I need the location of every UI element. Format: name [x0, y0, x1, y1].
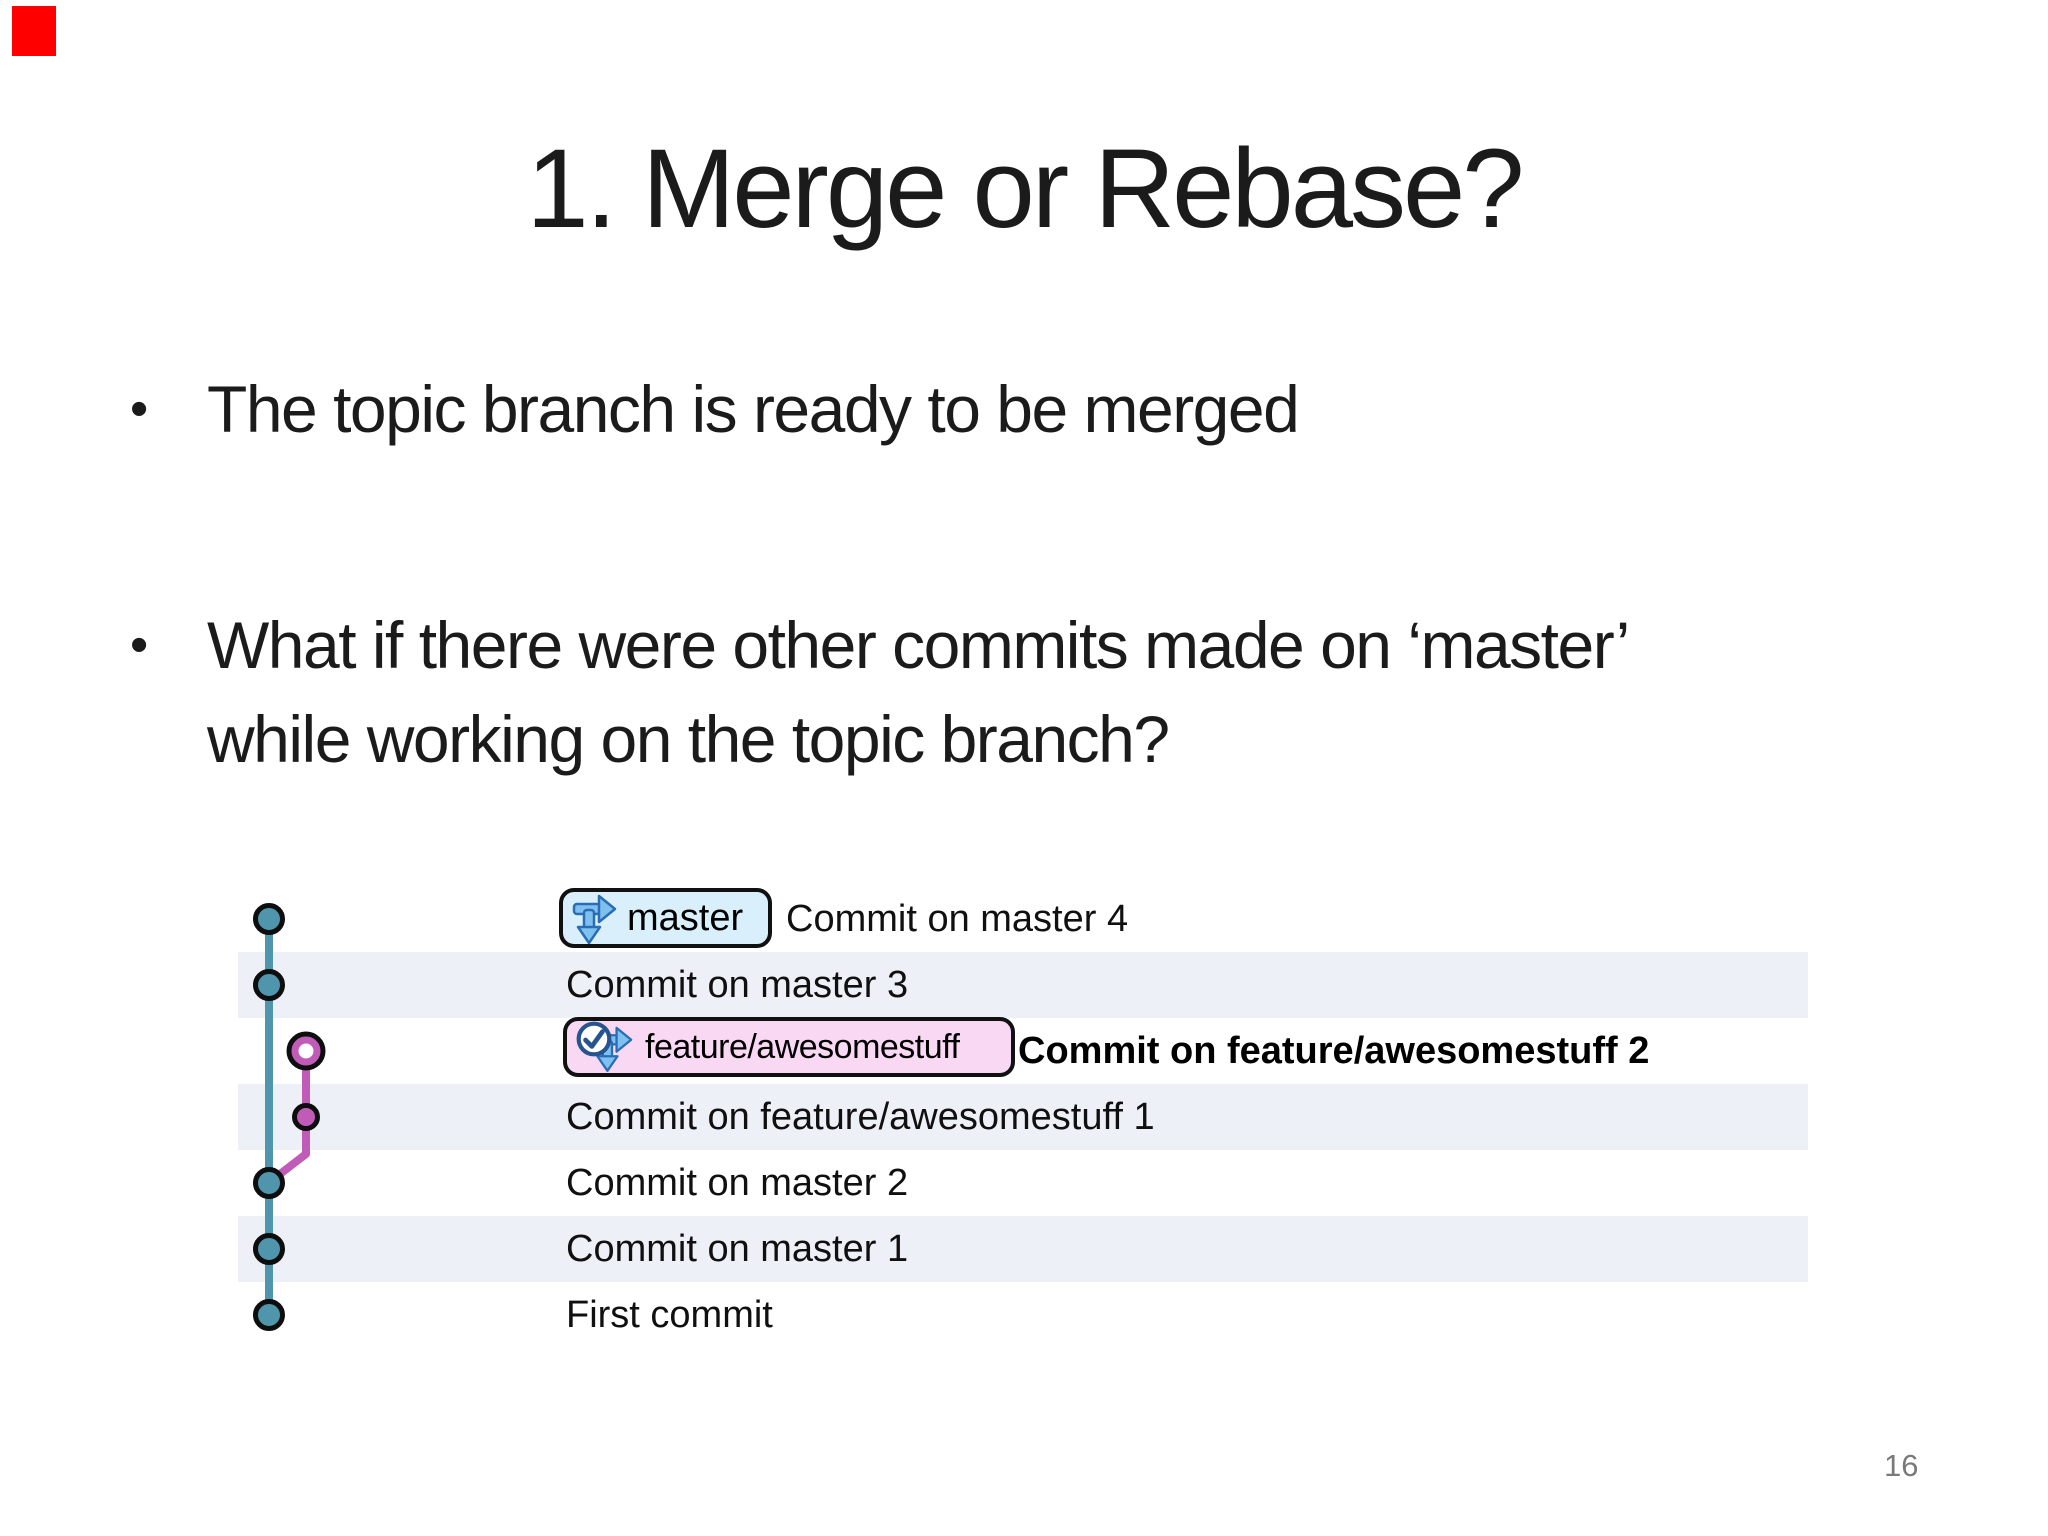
red-corner-marker — [12, 6, 56, 56]
bullet-text-line-2: while working on the topic branch? — [207, 702, 1170, 776]
commit-row: Commit on master 1 — [238, 1216, 1808, 1282]
bullet-marker: • — [130, 616, 148, 674]
git-graph: Commit on master 4 Commit on master 3 Co… — [238, 886, 1808, 1348]
branch-name: master — [627, 896, 744, 939]
commit-row: Commit on master 2 — [238, 1150, 1808, 1216]
commit-message: Commit on feature/awesomestuff 1 — [566, 1096, 1155, 1138]
commit-message: Commit on master 4 — [786, 898, 1129, 940]
commit-row: Commit on master 4 — [238, 886, 1808, 952]
commit-message: First commit — [566, 1294, 773, 1336]
bullet-item-2: • What if there were other commits made … — [130, 598, 1630, 786]
commit-row: Commit on master 3 — [238, 952, 1808, 1018]
commit-row: Commit on feature/awesomestuff 1 — [238, 1084, 1808, 1150]
bullet-text: The topic branch is ready to be merged — [207, 372, 1300, 446]
commit-row: First commit — [238, 1282, 1808, 1348]
commit-message: Commit on feature/awesomestuff 2 — [1018, 1030, 1650, 1072]
bullet-marker: • — [130, 380, 148, 438]
commit-message: Commit on master 1 — [566, 1228, 909, 1270]
commit-row: Commit on feature/awesomestuff 2 — [238, 1018, 1808, 1084]
branch-badge-feature: feature/awesomestuff — [563, 1017, 1015, 1077]
bullet-item-1: • The topic branch is ready to be merged — [130, 362, 1300, 456]
branch-badge-master: master — [559, 888, 772, 948]
commit-message: Commit on master 2 — [566, 1162, 909, 1204]
badge-icons — [575, 1020, 635, 1074]
branch-icon — [572, 894, 617, 944]
branch-name: feature/awesomestuff — [645, 1027, 960, 1066]
page-number: 16 — [1884, 1448, 1919, 1483]
check-icon — [576, 1021, 612, 1057]
slide-title: 1. Merge or Rebase? — [526, 126, 1524, 251]
bullet-text-line-1: What if there were other commits made on… — [207, 608, 1630, 682]
commit-message: Commit on master 3 — [566, 964, 909, 1006]
